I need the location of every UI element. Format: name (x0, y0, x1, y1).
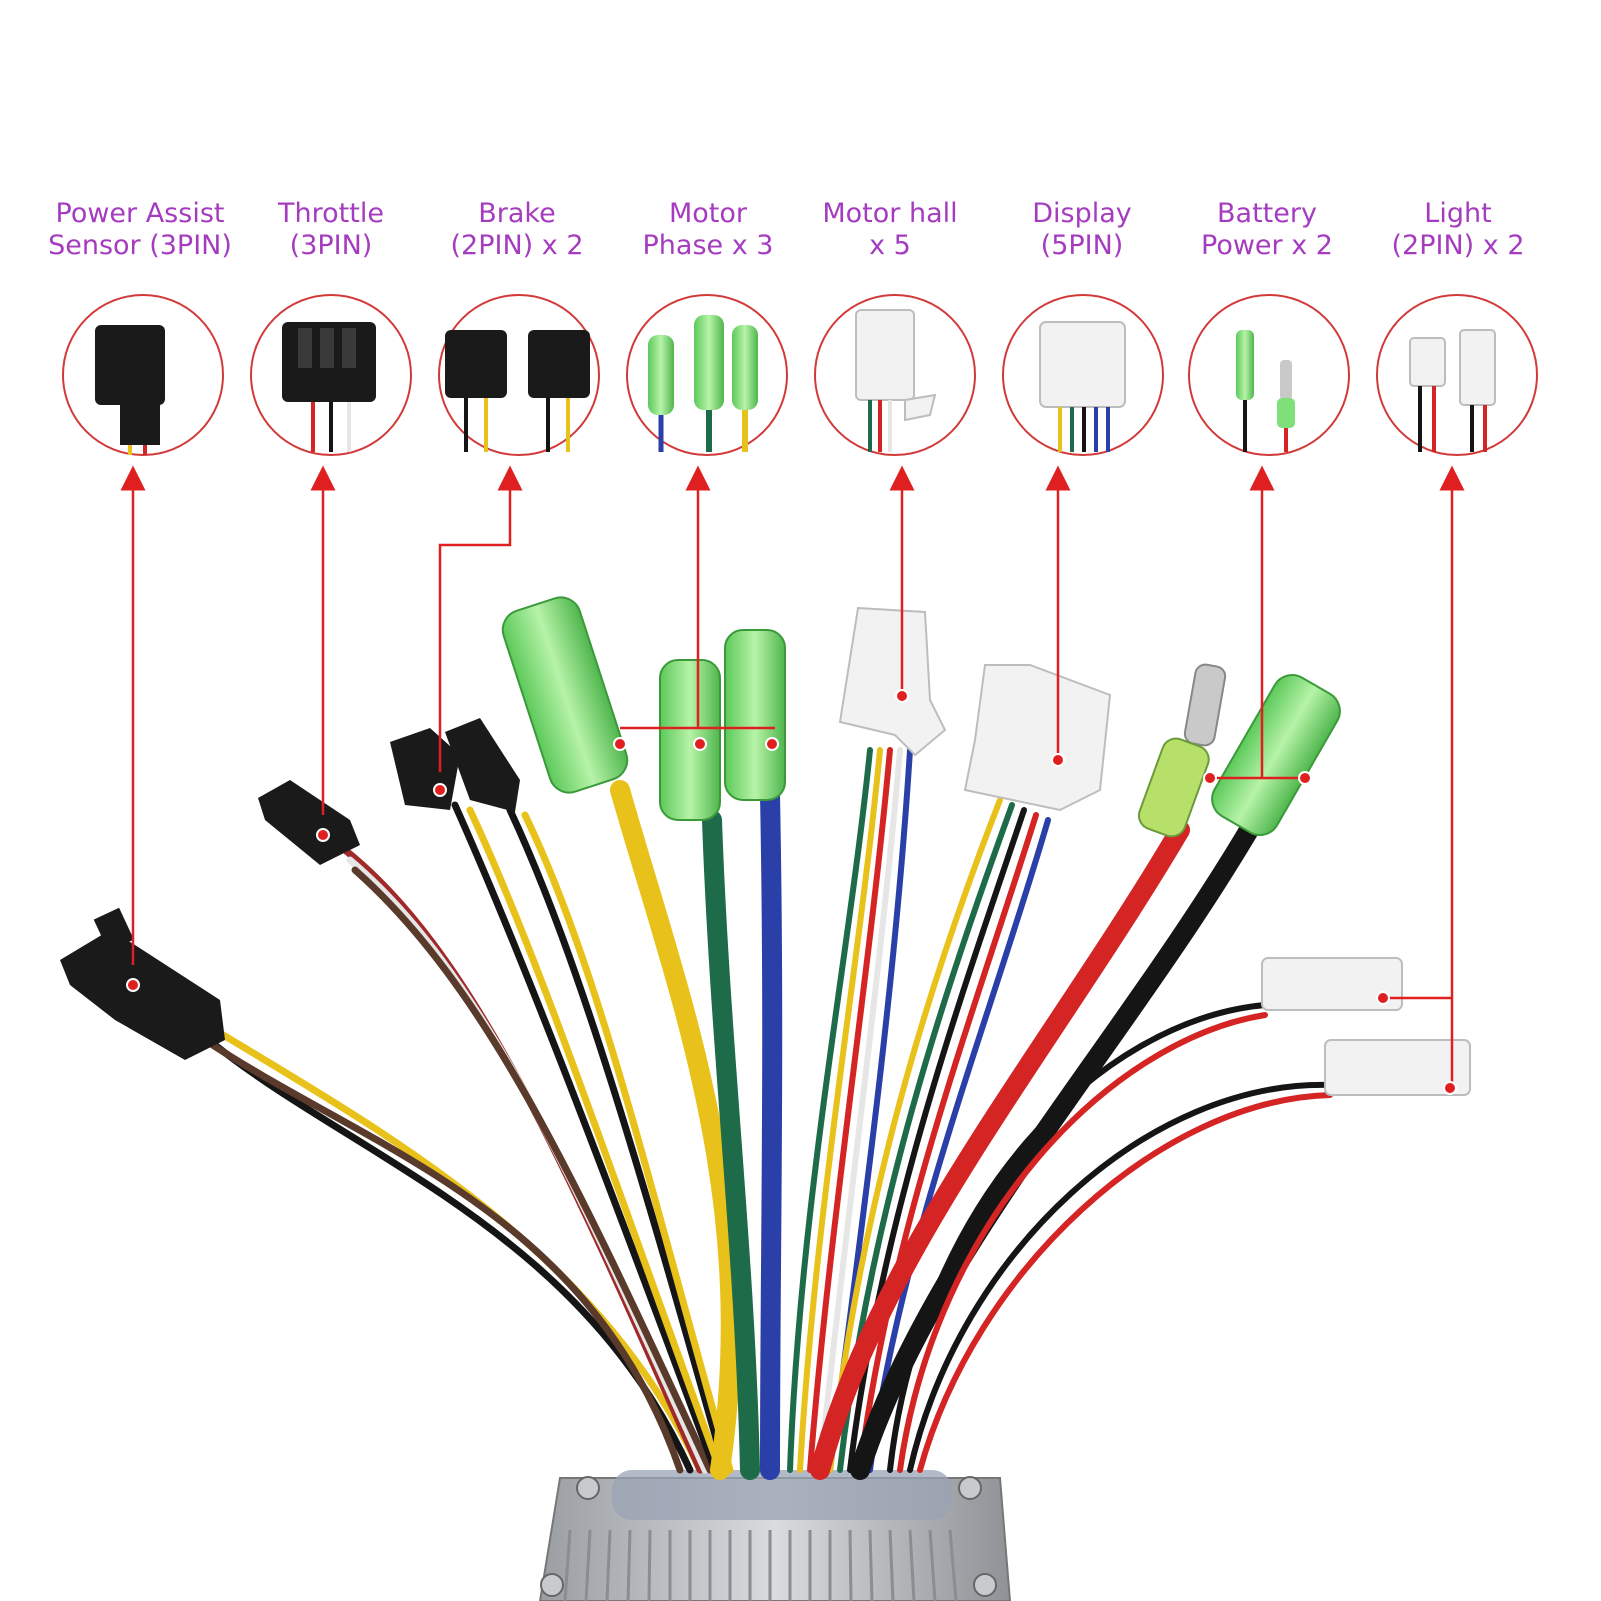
pointer-dots (126, 689, 1457, 1095)
light-plugs (1261, 957, 1471, 1096)
throttle-plug (258, 780, 360, 865)
label-motor-phase-line2: Phase x 3 (642, 230, 774, 261)
power-assist-connector-icon (62, 294, 224, 456)
connector-circles (62, 294, 1538, 456)
motor-phase-connector-icon (626, 294, 788, 456)
label-power-assist-line2: Sensor (3PIN) (48, 230, 232, 261)
brake-connector-icon (438, 294, 600, 456)
label-motor-hall: Motor hall x 5 (780, 198, 1000, 262)
label-light-line2: (2PIN) x 2 (1391, 230, 1525, 261)
label-battery-line1: Battery (1217, 198, 1317, 229)
label-throttle-line2: (3PIN) (289, 230, 373, 261)
label-battery: Battery Power x 2 (1157, 198, 1377, 262)
label-motor-hall-line1: Motor hall (822, 198, 958, 229)
controller-box (538, 1470, 1012, 1601)
label-light: Light (2PIN) x 2 (1348, 198, 1568, 262)
label-motor-phase-line1: Motor (668, 198, 748, 229)
light-connector-icon (1376, 294, 1538, 456)
label-display: Display (5PIN) (972, 198, 1192, 262)
display-connector-icon (1002, 294, 1164, 456)
label-light-line1: Light (1424, 198, 1492, 229)
label-display-line2: (5PIN) (1040, 230, 1124, 261)
label-throttle: Throttle (3PIN) (221, 198, 441, 262)
display-plug (963, 664, 1112, 812)
battery-plugs (1137, 663, 1341, 838)
label-brake-line1: Brake (478, 198, 556, 229)
power-assist-plug (60, 907, 225, 1060)
throttle-connector-icon (250, 294, 412, 456)
label-display-line1: Display (1032, 198, 1132, 229)
label-motor-phase: Motor Phase x 3 (598, 198, 818, 262)
brake-plug (390, 718, 520, 812)
label-battery-line2: Power x 2 (1201, 230, 1333, 261)
label-brake-line2: (2PIN) x 2 (450, 230, 584, 261)
motor-hall-plug (838, 606, 947, 757)
battery-power-connector-icon (1188, 294, 1350, 456)
wire-bundle (201, 747, 1333, 1480)
label-power-assist: Power Assist Sensor (3PIN) (30, 198, 250, 262)
label-motor-hall-line2: x 5 (869, 230, 911, 261)
label-brake: Brake (2PIN) x 2 (407, 198, 627, 262)
label-throttle-line1: Throttle (278, 198, 384, 229)
label-power-assist-line1: Power Assist (55, 198, 225, 229)
motor-hall-connector-icon (814, 294, 976, 456)
motor-phase-plugs (501, 596, 786, 821)
